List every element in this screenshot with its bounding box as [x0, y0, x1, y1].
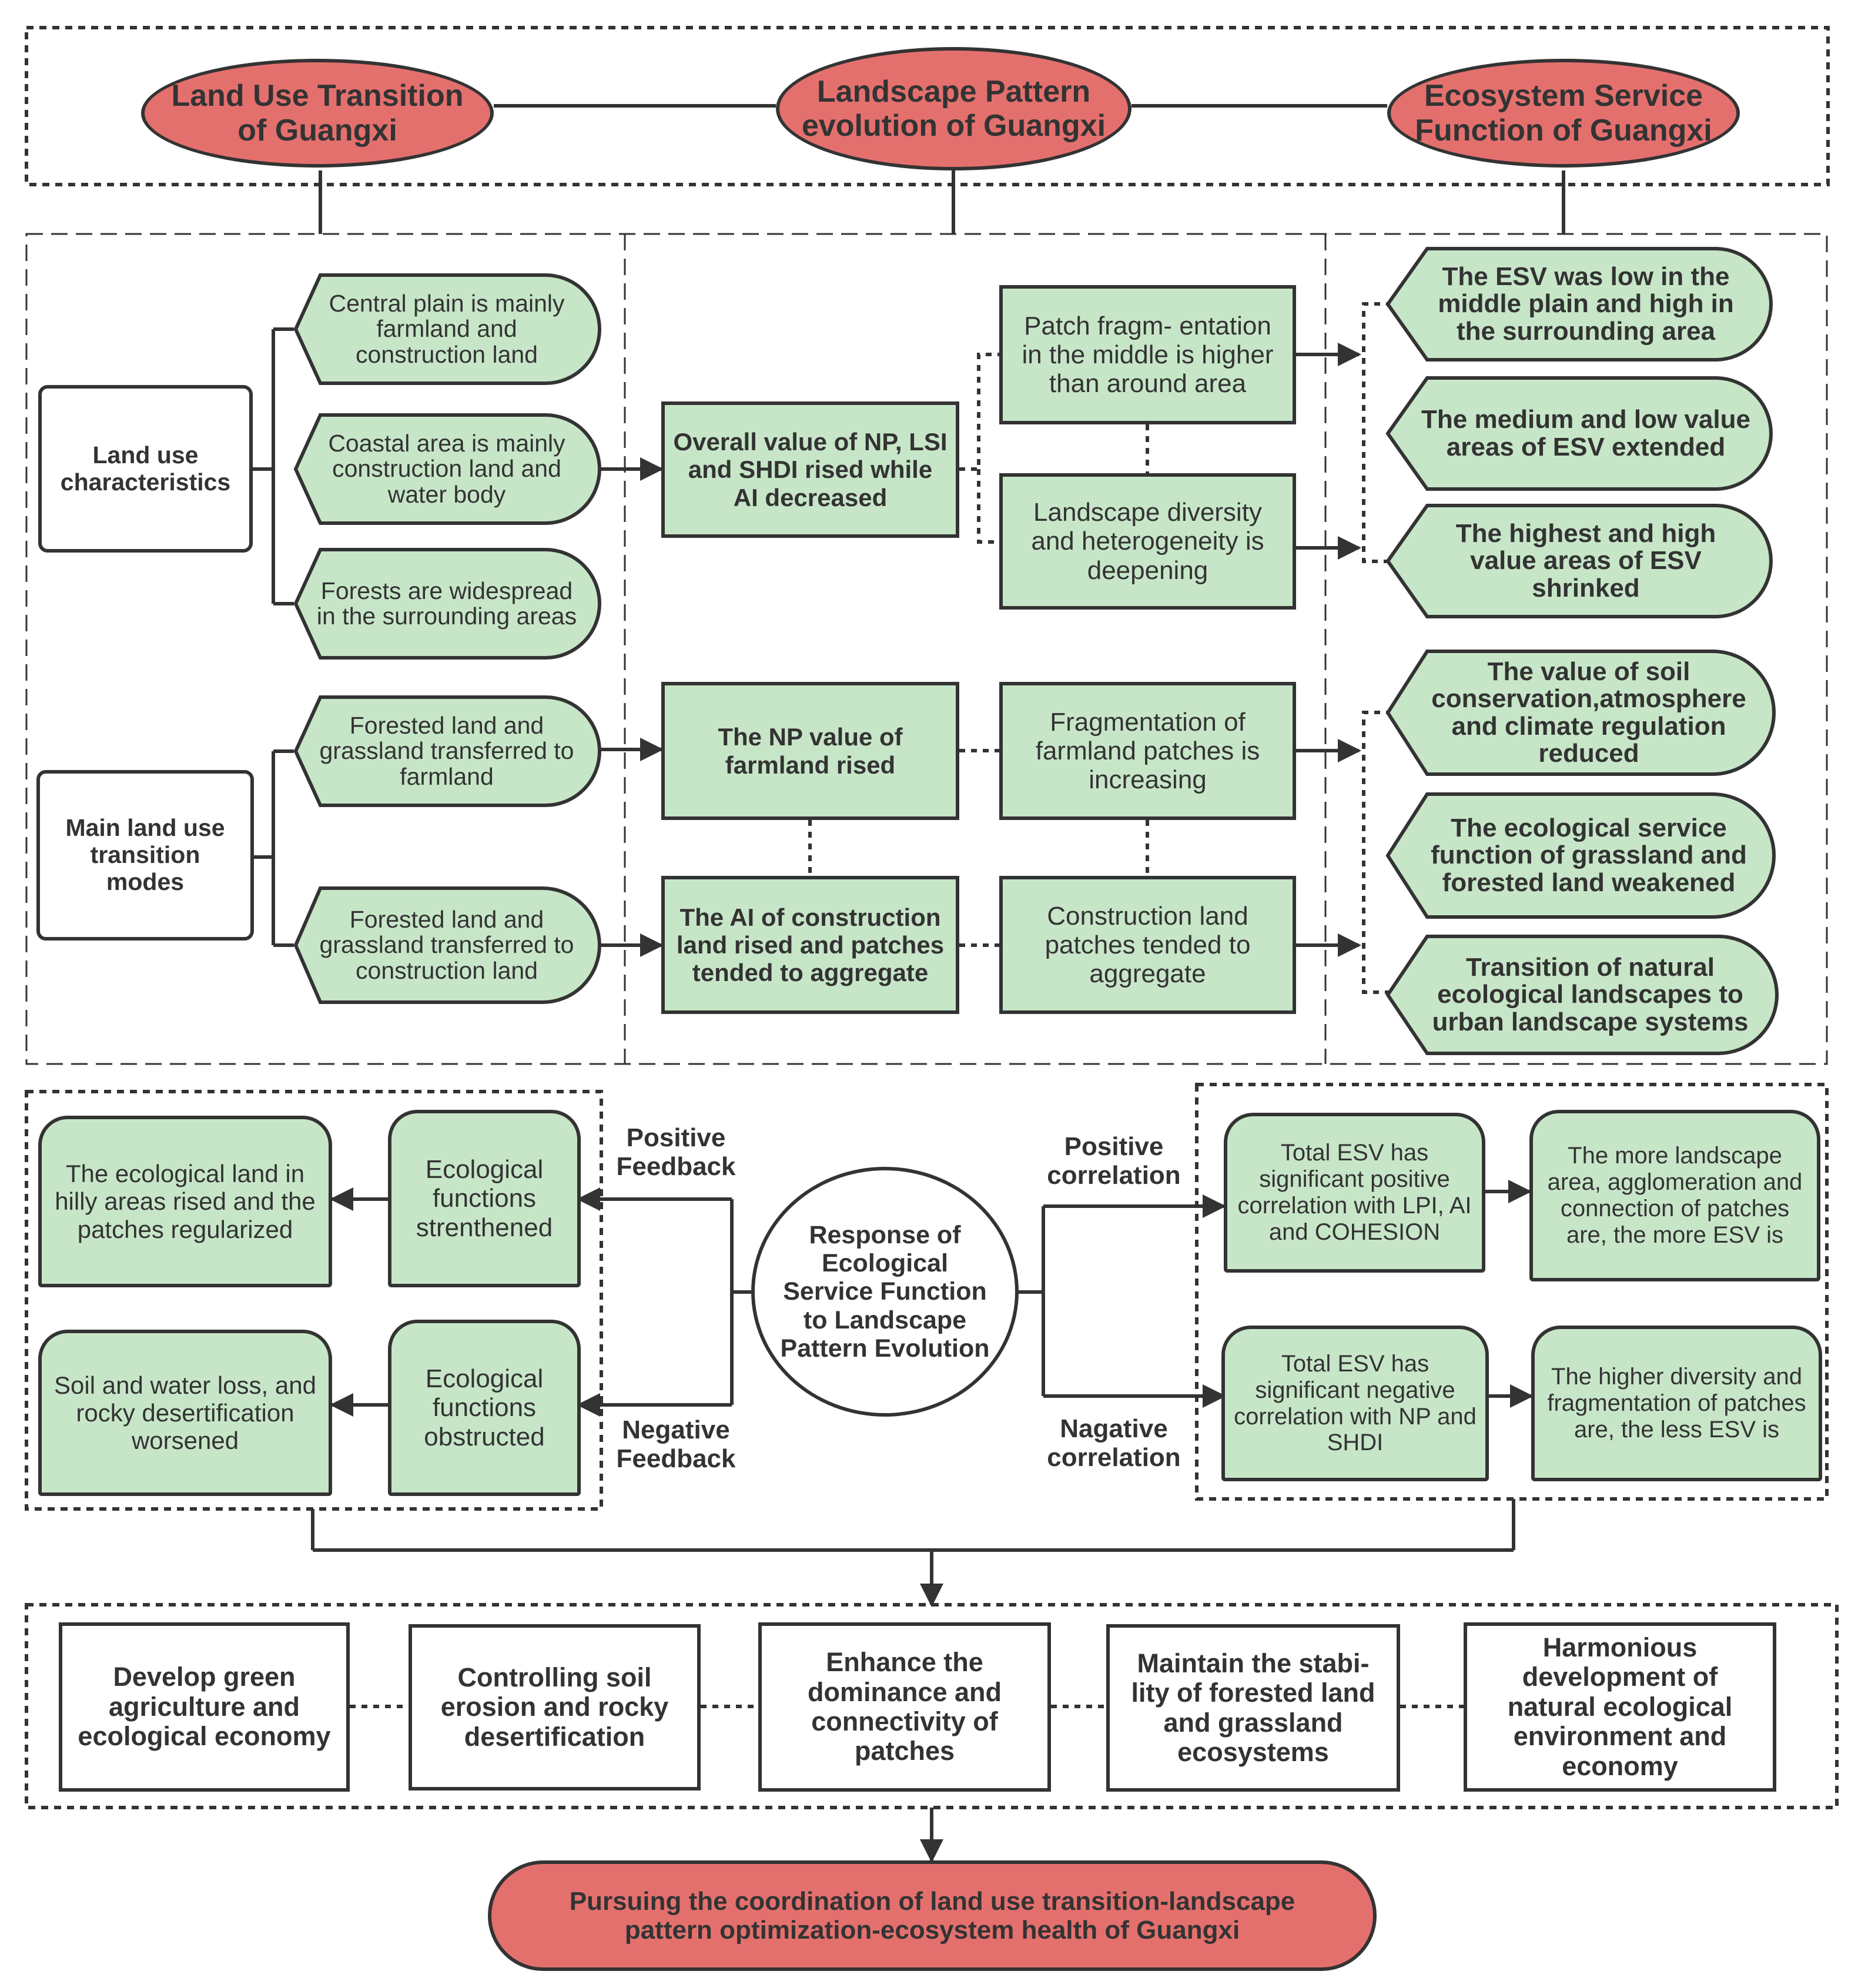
negative-correlation-label: Nagative correlation	[1047, 1414, 1181, 1472]
more-landscape-box: The more landscape area, agglomeration a…	[1529, 1110, 1820, 1281]
node-outline	[293, 886, 601, 1004]
construction-aggregate-box: Construction land patches tended to aggr…	[999, 876, 1296, 1014]
negative-corr-box: Total ESV has significant negative corre…	[1221, 1326, 1489, 1481]
central-plain-text: Central plain is mainly farmland and con…	[329, 290, 565, 368]
node-outline	[1385, 650, 1776, 776]
chevron-shape	[1385, 247, 1773, 362]
ecological-service-weakened-text: The ecological service function of grass…	[1431, 814, 1747, 897]
soil-water-loss-box: Soil and water loss, and rocky desertifi…	[38, 1330, 332, 1496]
land-use-transition-oval: Land Use Transition of Guangxi	[141, 59, 494, 168]
hexagon-shape	[293, 548, 601, 660]
node-outline	[1385, 504, 1773, 618]
highest-shrinked-node: The highest and high value areas of ESV …	[1385, 504, 1773, 618]
landscape-pattern-oval: Landscape Pattern evolution of Guangxi	[776, 47, 1131, 170]
hexagon-shape	[293, 273, 601, 385]
highest-shrinked-text: The highest and high value areas of ESV …	[1455, 519, 1716, 603]
top-frame	[25, 26, 1830, 186]
node-outline	[1385, 376, 1773, 491]
chevron-shape	[1385, 376, 1773, 491]
response-center-circle: Response of Ecological Service Function …	[751, 1167, 1019, 1417]
hexagon-shape	[293, 695, 601, 807]
esv-low-middle-text: The ESV was low in the middle plain and …	[1438, 262, 1734, 346]
soil-conservation-text: The value of soil conservation,atmospher…	[1431, 657, 1746, 768]
feedback-frame	[25, 1090, 603, 1511]
node-outline	[1385, 935, 1779, 1055]
forests-widespread-text: Forests are widespread in the surroundin…	[316, 577, 577, 630]
node-outline	[1385, 247, 1773, 362]
landscape-diversity-box: Landscape diversity and heterogeneity is…	[999, 473, 1296, 610]
measure-green-agriculture: Develop green agriculture and ecological…	[59, 1622, 350, 1792]
analysis-frame	[25, 233, 1828, 1065]
coastal-area-text: Coastal area is mainly construction land…	[328, 430, 565, 508]
hexagon-shape	[293, 413, 601, 525]
central-plain-node: Central plain is mainly farmland and con…	[293, 273, 601, 385]
forested-to-construction-node: Forested land and grassland transferred …	[293, 886, 601, 1004]
measure-soil-erosion: Controlling soil erosion and rocky deser…	[409, 1624, 701, 1790]
node-outline	[1385, 792, 1776, 919]
chevron-shape	[1385, 935, 1779, 1055]
np-farmland-box: The NP value of farmland rised	[661, 682, 959, 820]
measure-harmonious-development: Harmonious development of natural ecolog…	[1464, 1622, 1776, 1792]
eco-obstructed-box: Ecological functions obstructed	[388, 1320, 581, 1496]
ecosystem-service-oval: Ecosystem Service Function of Guangxi	[1387, 59, 1740, 168]
chevron-shape	[1385, 792, 1776, 919]
negative-feedback-label: Negative Feedback	[616, 1415, 736, 1473]
eco-land-hilly-box: The ecological land in hilly areas rised…	[38, 1116, 332, 1287]
node-outline	[293, 413, 601, 525]
node-outline	[293, 548, 601, 660]
overall-np-box: Overall value of NP, LSI and SHDI rised …	[661, 401, 959, 538]
fragmentation-farmland-box: Fragmentation of farmland patches is inc…	[999, 682, 1296, 820]
chevron-shape	[1385, 650, 1776, 776]
esv-low-middle-node: The ESV was low in the middle plain and …	[1385, 247, 1773, 362]
transition-urban-node: Transition of natural ecological landsca…	[1385, 935, 1779, 1055]
chevron-shape	[1385, 504, 1773, 618]
higher-diversity-box: The higher diversity and fragmentation o…	[1531, 1326, 1822, 1481]
forested-to-construction-text: Forested land and grassland transferred …	[319, 906, 574, 984]
goal-pill: Pursuing the coordination of land use tr…	[488, 1860, 1377, 1971]
main-land-use-modes-box: Main land use transition modes	[36, 770, 254, 941]
soil-conservation-node: The value of soil conservation,atmospher…	[1385, 650, 1776, 776]
eco-strengthened-box: Ecological functions strenthened	[388, 1110, 581, 1287]
hexagon-shape	[293, 886, 601, 1004]
positive-feedback-label: Positive Feedback	[616, 1123, 736, 1181]
measure-ecosystem-stability: Maintain the stabi- lity of forested lan…	[1106, 1624, 1400, 1792]
medium-low-extended-node: The medium and low value areas of ESV ex…	[1385, 376, 1773, 491]
patch-fragmentation-box: Patch fragm- entation in the middle is h…	[999, 285, 1296, 424]
positive-correlation-label: Positive correlation	[1047, 1132, 1181, 1190]
transition-urban-text: Transition of natural ecological landsca…	[1432, 953, 1749, 1036]
positive-corr-box: Total ESV has significant positive corre…	[1224, 1113, 1485, 1273]
measure-patch-connectivity: Enhance the dominance and connectivity o…	[758, 1622, 1051, 1792]
forested-to-farmland-text: Forested land and grassland transferred …	[319, 712, 574, 790]
ai-construction-box: The AI of construction land rised and pa…	[661, 876, 959, 1014]
node-outline	[293, 273, 601, 385]
ecological-service-weakened-node: The ecological service function of grass…	[1385, 792, 1776, 919]
land-use-characteristics-box: Land use characteristics	[38, 385, 253, 553]
node-outline	[293, 695, 601, 807]
forested-to-farmland-node: Forested land and grassland transferred …	[293, 695, 601, 807]
medium-low-extended-text: The medium and low value areas of ESV ex…	[1421, 405, 1750, 461]
forests-widespread-node: Forests are widespread in the surroundin…	[293, 548, 601, 660]
coastal-area-node: Coastal area is mainly construction land…	[293, 413, 601, 525]
